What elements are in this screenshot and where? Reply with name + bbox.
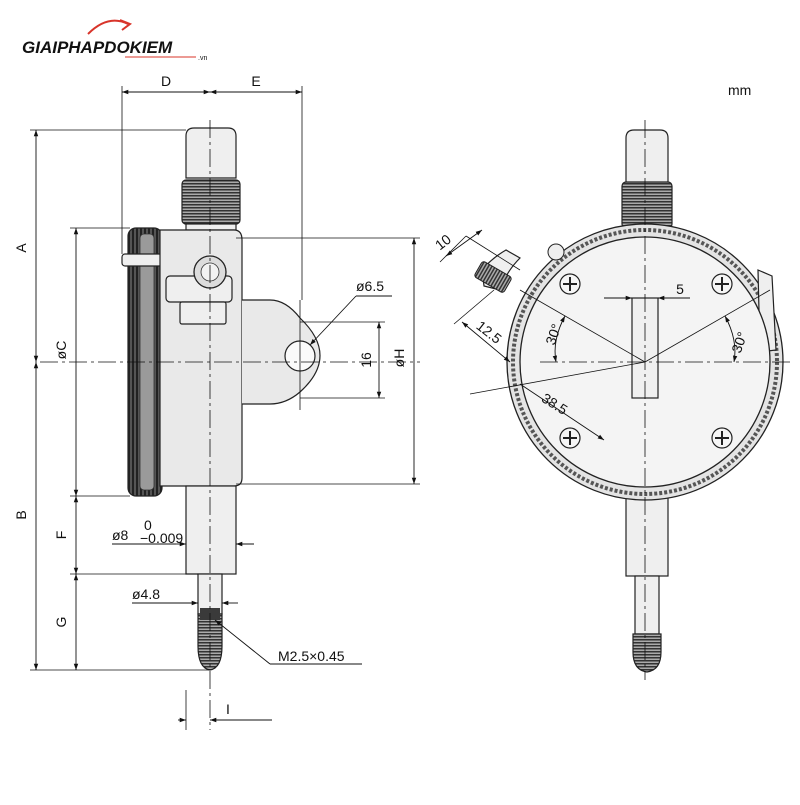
brand-logo: GIAIPHAPDOKIEM .vn <box>22 19 207 62</box>
front-ext-radius <box>469 361 646 395</box>
front-side-knob <box>474 261 512 293</box>
dim-C-label: øC <box>53 341 69 360</box>
dim-H-label: øH <box>391 349 407 368</box>
side-view: A B øC F G D E øH 16 ø6.5 ø8 0 <box>13 73 420 730</box>
dim-offset-label: 12.5 <box>473 317 504 347</box>
side-ribbed-knob <box>181 179 241 225</box>
dim-ear-width-label: 10 <box>432 231 454 253</box>
dim-angle-left-label: 30° <box>542 322 564 347</box>
side-knob-collar <box>185 223 237 231</box>
front-radial-right <box>644 289 771 363</box>
dim-B-label: B <box>13 510 29 519</box>
logo-swoosh <box>87 19 129 35</box>
logo-arrow-icon <box>119 19 133 31</box>
dim-lug-hole-leader <box>309 295 357 346</box>
front-view: 30° 30° 5 38.5 12.5 10 <box>432 120 790 680</box>
dim-I-label: I <box>226 701 230 717</box>
dim-stem-tol-lower: −0.009 <box>140 530 183 546</box>
screw-head-icon <box>711 273 733 295</box>
dim-A-label: A <box>13 243 29 253</box>
dim-spindle-label: ø4.8 <box>132 586 160 602</box>
front-spindle <box>634 575 660 635</box>
dim-offset-line <box>461 321 511 363</box>
dim-D-label: D <box>161 73 171 89</box>
dim-angle-left-arc <box>552 315 566 363</box>
dim-thread-label: M2.5×0.45 <box>278 648 345 664</box>
dim-stem-label: ø8 <box>112 527 129 543</box>
logo-brand-text: GIAIPHAPDOKIEM <box>22 38 173 57</box>
front-contact-point <box>632 633 662 673</box>
dim-lug-hole-label: ø6.5 <box>356 278 384 294</box>
front-top-cap <box>625 129 669 191</box>
screw-head-icon <box>559 427 581 449</box>
dim-stem-tol-upper: 0 <box>144 517 152 533</box>
dim-angle-right-label: 30° <box>728 330 750 355</box>
side-stem <box>185 485 237 575</box>
dim-F-label: F <box>53 531 69 540</box>
screw-head-icon <box>711 427 733 449</box>
dim-thread-leader <box>214 619 271 665</box>
dim-G-label: G <box>53 617 69 628</box>
logo-suffix: .vn <box>198 55 207 62</box>
dim-ear-width-line <box>445 229 483 257</box>
front-ext-offset-a <box>453 289 495 325</box>
front-radial-left <box>519 289 646 363</box>
side-limit-slider <box>179 301 227 325</box>
dim-pointer-label: 5 <box>676 281 684 297</box>
units-label: mm <box>728 82 751 98</box>
screw-head-icon <box>559 273 581 295</box>
dim-angle-right-arc <box>724 315 738 363</box>
dim-lug-height-label: 16 <box>358 352 374 368</box>
side-top-cap <box>185 127 237 179</box>
front-ribbed-knob <box>621 181 673 229</box>
dim-radius-line <box>519 383 605 441</box>
side-back-lug <box>242 299 321 405</box>
front-small-screw <box>547 243 565 261</box>
side-bezel-clip <box>121 253 163 267</box>
dim-E-label: E <box>251 73 260 89</box>
